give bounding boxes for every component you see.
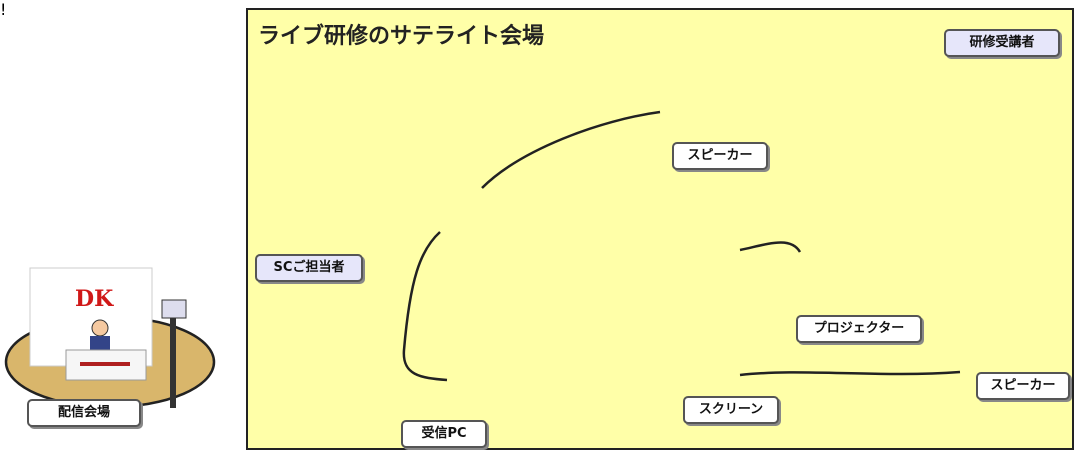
satellite-venue-area	[246, 8, 1074, 450]
label-speaker-right: スピーカー	[976, 372, 1070, 400]
label-screen: スクリーン	[683, 396, 779, 424]
broadcast-venue: DK	[4, 267, 216, 409]
camera-stand	[170, 318, 176, 408]
trainee-group: !	[0, 0, 7, 19]
podium-stripe	[80, 362, 130, 366]
venue-title: ライブ研修のサテライト会場	[258, 24, 545, 49]
presenter-head	[91, 319, 109, 337]
label-broadcast-venue: 配信会場	[27, 399, 141, 427]
label-projector: プロジェクター	[796, 315, 922, 343]
presenter-body	[90, 336, 110, 352]
label-receiver-pc: 受信PC	[401, 420, 487, 448]
label-sc-staff: SCご担当者	[255, 254, 363, 282]
camera	[161, 299, 187, 319]
broadcast-logo: DK	[75, 286, 114, 312]
label-speaker-top: スピーカー	[672, 142, 768, 170]
cables	[402, 110, 961, 382]
label-trainees: 研修受講者	[944, 29, 1060, 57]
